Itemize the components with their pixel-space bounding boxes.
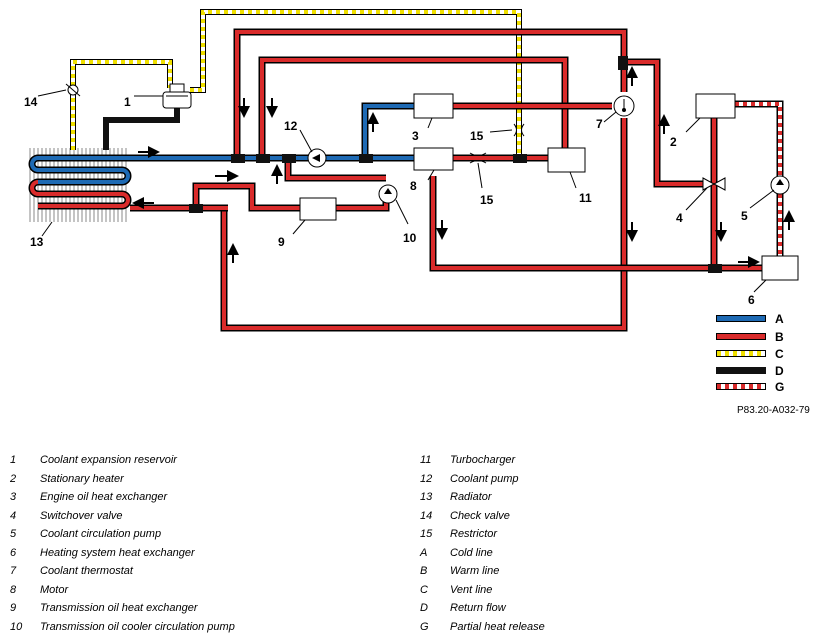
- warm-line-b3: [624, 60, 703, 186]
- legend-key-a: A: [775, 312, 784, 326]
- warm-line-b5: [431, 176, 762, 270]
- transmission-oil-heat-exchanger: [299, 197, 337, 221]
- label-15a: 15: [470, 129, 484, 143]
- label-8: 8: [410, 179, 417, 193]
- reference-code: P83.20-A032-79: [737, 405, 810, 416]
- transmission-oil-cooler-circulation-pump: [378, 184, 398, 204]
- legend-row-text: Coolant thermostat: [40, 565, 133, 577]
- cold-line-a2: [363, 104, 414, 158]
- label-10: 10: [403, 231, 417, 245]
- switchover-valve: [702, 177, 726, 191]
- label-4: 4: [676, 211, 683, 225]
- legend-row-text: Engine oil heat exchanger: [40, 491, 168, 503]
- radiator: [28, 148, 132, 222]
- legend-row-text: Motor: [40, 583, 69, 596]
- legend-row-number: B: [420, 565, 428, 577]
- label-15b: 15: [480, 193, 494, 207]
- motor: [413, 147, 454, 171]
- legend-row-number: 8: [10, 583, 17, 596]
- legend-row-text: Stationary heater: [40, 472, 124, 485]
- label-13: 13: [30, 235, 44, 249]
- label-3: 3: [412, 129, 419, 143]
- legend-row-number: D: [420, 602, 428, 614]
- stationary-heater: [695, 93, 736, 119]
- legend-row-text: Restrictor: [450, 528, 498, 540]
- legend-row-text: Coolant pump: [450, 472, 519, 485]
- legend-row-number: 3: [10, 491, 17, 503]
- pipe-junctions: [189, 56, 722, 273]
- flow-arrows: [132, 66, 795, 268]
- heating-system-heat-exchanger: [761, 255, 799, 281]
- legend-row-text: Switchover valve: [40, 509, 123, 522]
- coolant-thermostat: [613, 95, 635, 117]
- legend-row-text: Coolant circulation pump: [40, 528, 162, 540]
- label-12: 12: [284, 119, 298, 133]
- legend-row-text: Return flow: [450, 602, 506, 614]
- partial-heat-line-g1: [735, 102, 782, 176]
- warm-line-b4: [222, 118, 626, 330]
- coolant-circuit-diagram: 14 1 12 3 15 7 2 8 15 11 10 9 13 4 5 6 A…: [24, 9, 810, 416]
- label-1: 1: [124, 95, 131, 109]
- legend-row-number: 11: [420, 454, 432, 466]
- coolant-circulation-pump: [770, 175, 790, 195]
- label-11: 11: [579, 191, 592, 205]
- legend-row-number: A: [420, 546, 428, 559]
- legend-row-number: 7: [10, 565, 17, 577]
- legend-row-text: Turbocharger: [450, 454, 516, 466]
- restrictor-upper: [513, 123, 525, 137]
- legend-row-number: 15: [420, 528, 433, 540]
- label-14: 14: [24, 95, 38, 109]
- coolant-pump: [307, 148, 327, 168]
- check-valve: [65, 83, 81, 97]
- legend-row-text: Check valve: [450, 509, 510, 522]
- legend-key-c: C: [775, 347, 784, 361]
- legend-row-number: 6: [10, 546, 17, 559]
- return-line-d: [103, 108, 180, 150]
- legend-row-number: 10: [10, 620, 23, 633]
- legend-row-number: 9: [10, 602, 17, 614]
- label-9: 9: [278, 235, 285, 249]
- legend-row-text: Radiator: [450, 491, 492, 503]
- legend-row-text: Partial heat release: [450, 620, 545, 633]
- vent-line-c1: [71, 60, 172, 150]
- line-type-legend: A B C D G: [716, 312, 784, 394]
- label-6: 6: [748, 293, 755, 307]
- legend-row-number: 2: [10, 472, 17, 485]
- legend-row-number: G: [420, 620, 429, 633]
- label-7: 7: [596, 117, 603, 131]
- legend-row-number: 5: [10, 528, 17, 540]
- legend-key-b: B: [775, 330, 784, 344]
- legend-row-text: Warm line: [450, 565, 500, 577]
- legend-row-number: 13: [420, 491, 433, 503]
- legend-row-number: C: [420, 583, 428, 596]
- vent-line-c2: [190, 10, 521, 158]
- legend-row-text: Heating system heat exchanger: [40, 546, 195, 559]
- turbocharger: [547, 147, 586, 173]
- legend-row-text: Transmission oil heat exchanger: [40, 602, 198, 614]
- legend-row-number: 12: [420, 472, 433, 485]
- legend-key-d: D: [775, 364, 784, 378]
- legend-row-text: Cold line: [450, 546, 493, 559]
- legend-row-number: 14: [420, 509, 433, 522]
- leader-lines: [37, 89, 775, 293]
- legend-key-g: G: [775, 380, 784, 394]
- coolant-expansion-reservoir: [162, 83, 192, 109]
- label-5: 5: [741, 209, 748, 223]
- label-2: 2: [670, 135, 677, 149]
- legend-row-text: Coolant expansion reservoir: [40, 454, 177, 466]
- legend-row-text: Transmission oil cooler circulation pump: [40, 620, 235, 633]
- restrictor-lower: [469, 152, 487, 164]
- engine-oil-heat-exchanger: [413, 93, 454, 119]
- legend-row-number: 1: [10, 454, 17, 466]
- legend-row-text: Vent line: [450, 583, 493, 596]
- legend-row-number: 4: [10, 509, 17, 522]
